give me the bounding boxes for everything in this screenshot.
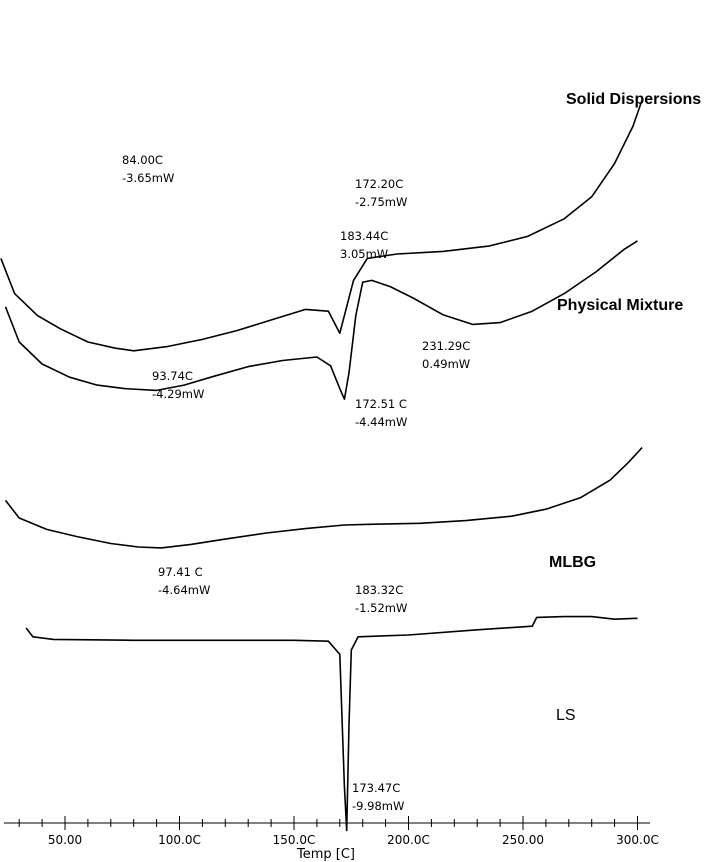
- x-tick-label: 100.0C: [158, 833, 201, 847]
- annotation-power-solid-dispersions: -3.65mW: [122, 171, 174, 185]
- annotation-temp-physical-mixture: 172.51 C: [355, 397, 407, 411]
- x-tick-label: 300.0C: [616, 833, 659, 847]
- annotation-temp-physical-mixture: 183.44C: [340, 229, 388, 243]
- series-label-solid-dispersions: Solid Dispersions: [566, 91, 701, 108]
- annotation-power-ls: -9.98mW: [352, 799, 404, 813]
- x-tick-label: 50.00: [48, 833, 82, 847]
- series-label-mlbg: MLBG: [549, 554, 596, 571]
- x-tick-label: 150.0C: [273, 833, 316, 847]
- annotation-power-physical-mixture: 0.49mW: [422, 357, 470, 371]
- x-axis: 50.00 100.0C 150.0C 200.0C 250.00 300.0C Temp…: [4, 816, 659, 862]
- annotation-power-solid-dispersions: -2.75mW: [355, 195, 407, 209]
- annotation-temp-physical-mixture: 93.74C: [152, 369, 193, 383]
- x-axis-ticks: 50.00 100.0C 150.0C 200.0C 250.00 300.0C: [18, 816, 659, 847]
- curve-ls: [25, 615, 638, 832]
- curve-mlbg: [4, 447, 643, 549]
- annotation-temp-solid-dispersions: 84.00C: [122, 153, 163, 167]
- x-tick-label: 250.00: [502, 833, 544, 847]
- series-label-physical-mixture: Physical Mixture: [557, 297, 683, 314]
- annotation-power-physical-mixture: -4.29mW: [152, 387, 204, 401]
- curve-solid-dispersions: [0, 99, 643, 352]
- x-tick-label: 200.0C: [387, 833, 430, 847]
- curve-physical-mixture: [4, 240, 638, 400]
- annotation-temp-ls: 173.47C: [352, 781, 400, 795]
- annotation-temp-solid-dispersions: 172.20C: [355, 177, 403, 191]
- annotation-power-mlbg: -1.52mW: [355, 601, 407, 615]
- thermogram-curves: [0, 99, 643, 832]
- annotation-power-physical-mixture: 3.05mW: [340, 247, 388, 261]
- series-label-ls: LS: [556, 707, 576, 724]
- peak-annotations: 84.00C -3.65mW 172.20C -2.75mW 93.74C -4.29mW…: [122, 153, 470, 813]
- annotation-power-mlbg: -4.64mW: [158, 583, 210, 597]
- annotation-power-physical-mixture: -4.44mW: [355, 415, 407, 429]
- annotation-temp-mlbg: 97.41 C: [158, 565, 203, 579]
- annotation-temp-mlbg: 183.32C: [355, 583, 403, 597]
- annotation-temp-physical-mixture: 231.29C: [422, 339, 470, 353]
- x-axis-title: Temp [C]: [296, 847, 355, 862]
